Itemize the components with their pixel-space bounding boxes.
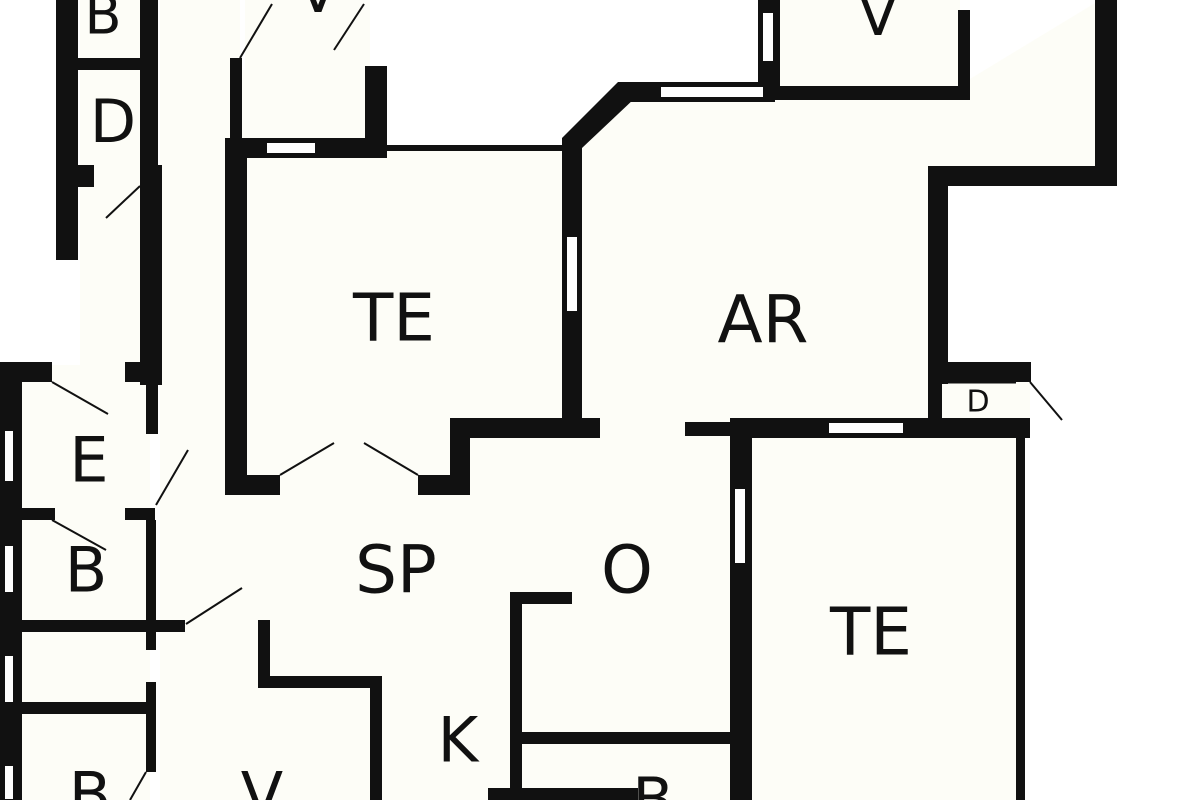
room-labels: B D V V TE AR D E B SP O TE K B V B (65, 0, 990, 800)
room-label-ar: AR (717, 282, 808, 359)
windows (3, 11, 905, 800)
room-label-d-small: D (966, 385, 989, 420)
walls (0, 0, 1117, 800)
room-label-te-lower: TE (829, 594, 912, 671)
room-label-b-mid-left: B (65, 534, 108, 607)
room-label-d-left: D (90, 87, 136, 157)
room-label-b-top-left: B (84, 0, 121, 47)
room-label-k: K (438, 704, 480, 777)
room-label-v-top-right: V (858, 0, 898, 49)
room-label-e-left: E (69, 424, 108, 497)
floor-area (0, 0, 1100, 800)
room-label-sp: SP (355, 532, 437, 609)
room-label-o: O (601, 532, 653, 609)
room-label-b-bottom-center: B (632, 765, 673, 800)
room-label-v-top: V (297, 0, 338, 27)
doors (51, 3, 1063, 800)
room-label-te-upper: TE (352, 280, 435, 357)
room-label-b-bottom-left: B (69, 759, 112, 800)
room-label-v-bottom: V (241, 759, 283, 800)
